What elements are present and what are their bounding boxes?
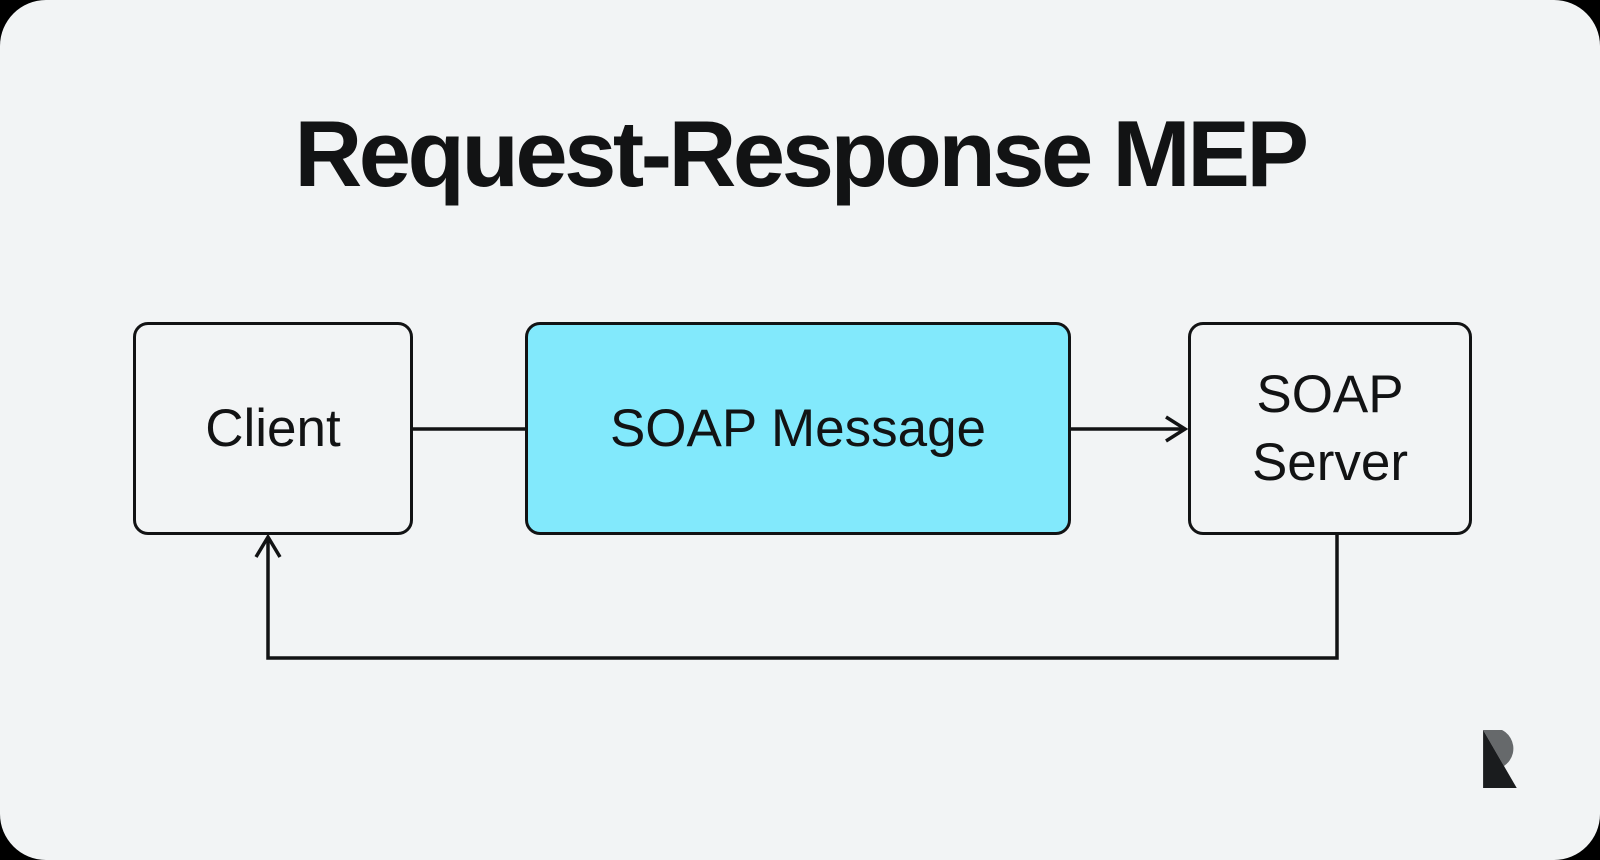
- node-soap-message-label: SOAP Message: [609, 398, 987, 458]
- node-client: Client: [133, 322, 413, 535]
- node-client-label: Client: [205, 398, 341, 458]
- edge-server-to-client: [266, 534, 1339, 660]
- node-soap-message: SOAP Message: [525, 322, 1071, 535]
- rapid-logo-r-icon: [1483, 730, 1517, 788]
- node-soap-server-label: SOAP Server: [1251, 364, 1409, 492]
- page-title: Request-Response MEP: [294, 101, 1309, 206]
- arrowhead-up-icon: [254, 533, 282, 558]
- arrowhead-right-icon: [1165, 415, 1189, 443]
- node-soap-server: SOAP Server: [1188, 322, 1472, 535]
